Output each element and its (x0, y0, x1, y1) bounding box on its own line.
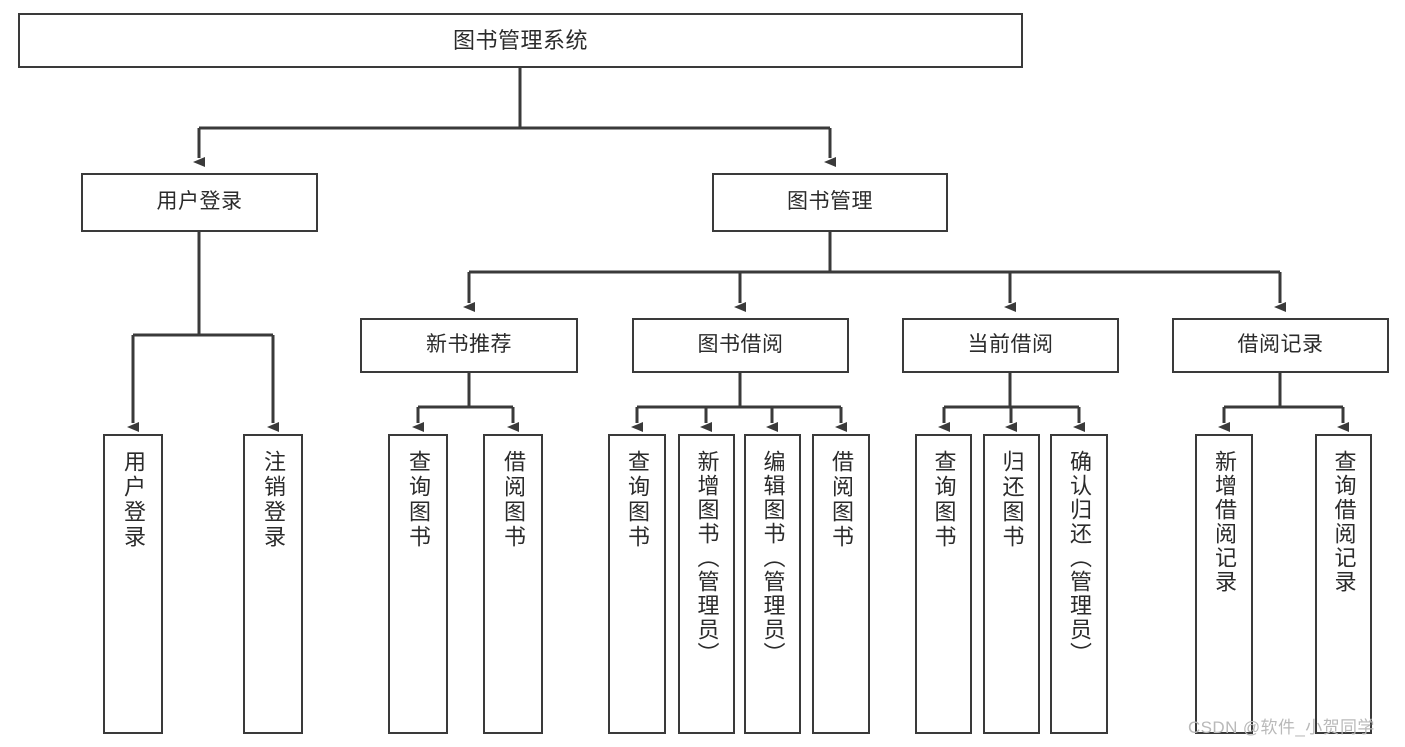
node-label: 新增图书（管理员） (694, 450, 720, 666)
leaf-query-book-recommend[interactable]: 查询图书 (388, 434, 448, 734)
leaf-add-book-admin[interactable]: 新增图书（管理员） (678, 434, 735, 734)
node-label: 用户登录 (156, 190, 243, 214)
node-label: 图书管理系统 (452, 27, 588, 53)
node-label: 查询图书 (406, 450, 431, 550)
node-label: 查询借阅记录 (1331, 450, 1357, 594)
node-label: 查询图书 (931, 450, 957, 550)
node-book-borrow[interactable]: 图书借阅 (632, 318, 849, 373)
node-label: 确认归还（管理员） (1067, 450, 1092, 666)
node-label: 编辑图书（管理员） (760, 450, 786, 666)
leaf-user-login[interactable]: 用户登录 (103, 434, 163, 734)
node-label: 用户登录 (121, 450, 146, 550)
node-current-borrow[interactable]: 当前借阅 (902, 318, 1119, 373)
node-label: 借阅图书 (829, 450, 854, 550)
leaf-confirm-return-admin[interactable]: 确认归还（管理员） (1050, 434, 1108, 734)
leaf-add-borrow-record[interactable]: 新增借阅记录 (1195, 434, 1253, 734)
node-label: 注销登录 (261, 450, 286, 550)
node-label: 归还图书 (999, 450, 1025, 550)
node-label: 新书推荐 (426, 333, 512, 357)
leaf-borrow-book-borrow[interactable]: 借阅图书 (812, 434, 870, 734)
leaf-return-book[interactable]: 归还图书 (983, 434, 1040, 734)
leaf-edit-book-admin[interactable]: 编辑图书（管理员） (744, 434, 801, 734)
node-borrow-record[interactable]: 借阅记录 (1172, 318, 1389, 373)
node-label: 借阅记录 (1237, 333, 1324, 357)
leaf-query-borrow-record[interactable]: 查询借阅记录 (1315, 434, 1372, 734)
leaf-logout-login[interactable]: 注销登录 (243, 434, 303, 734)
node-label: 查询图书 (625, 450, 650, 550)
node-label: 新增借阅记录 (1212, 450, 1237, 594)
watermark-text: CSDN @软件_小贺同学 (1188, 718, 1375, 737)
node-label: 借阅图书 (501, 450, 526, 550)
node-label: 当前借阅 (967, 333, 1054, 357)
node-label: 图书借阅 (697, 333, 784, 357)
node-new-book-recommend[interactable]: 新书推荐 (360, 318, 578, 373)
node-label: 图书管理 (787, 190, 873, 214)
node-book-management[interactable]: 图书管理 (712, 173, 948, 232)
leaf-query-book-borrow[interactable]: 查询图书 (608, 434, 666, 734)
node-root-system[interactable]: 图书管理系统 (18, 13, 1023, 68)
node-user-login[interactable]: 用户登录 (81, 173, 318, 232)
leaf-query-book-current[interactable]: 查询图书 (915, 434, 972, 734)
leaf-borrow-book-recommend[interactable]: 借阅图书 (483, 434, 543, 734)
